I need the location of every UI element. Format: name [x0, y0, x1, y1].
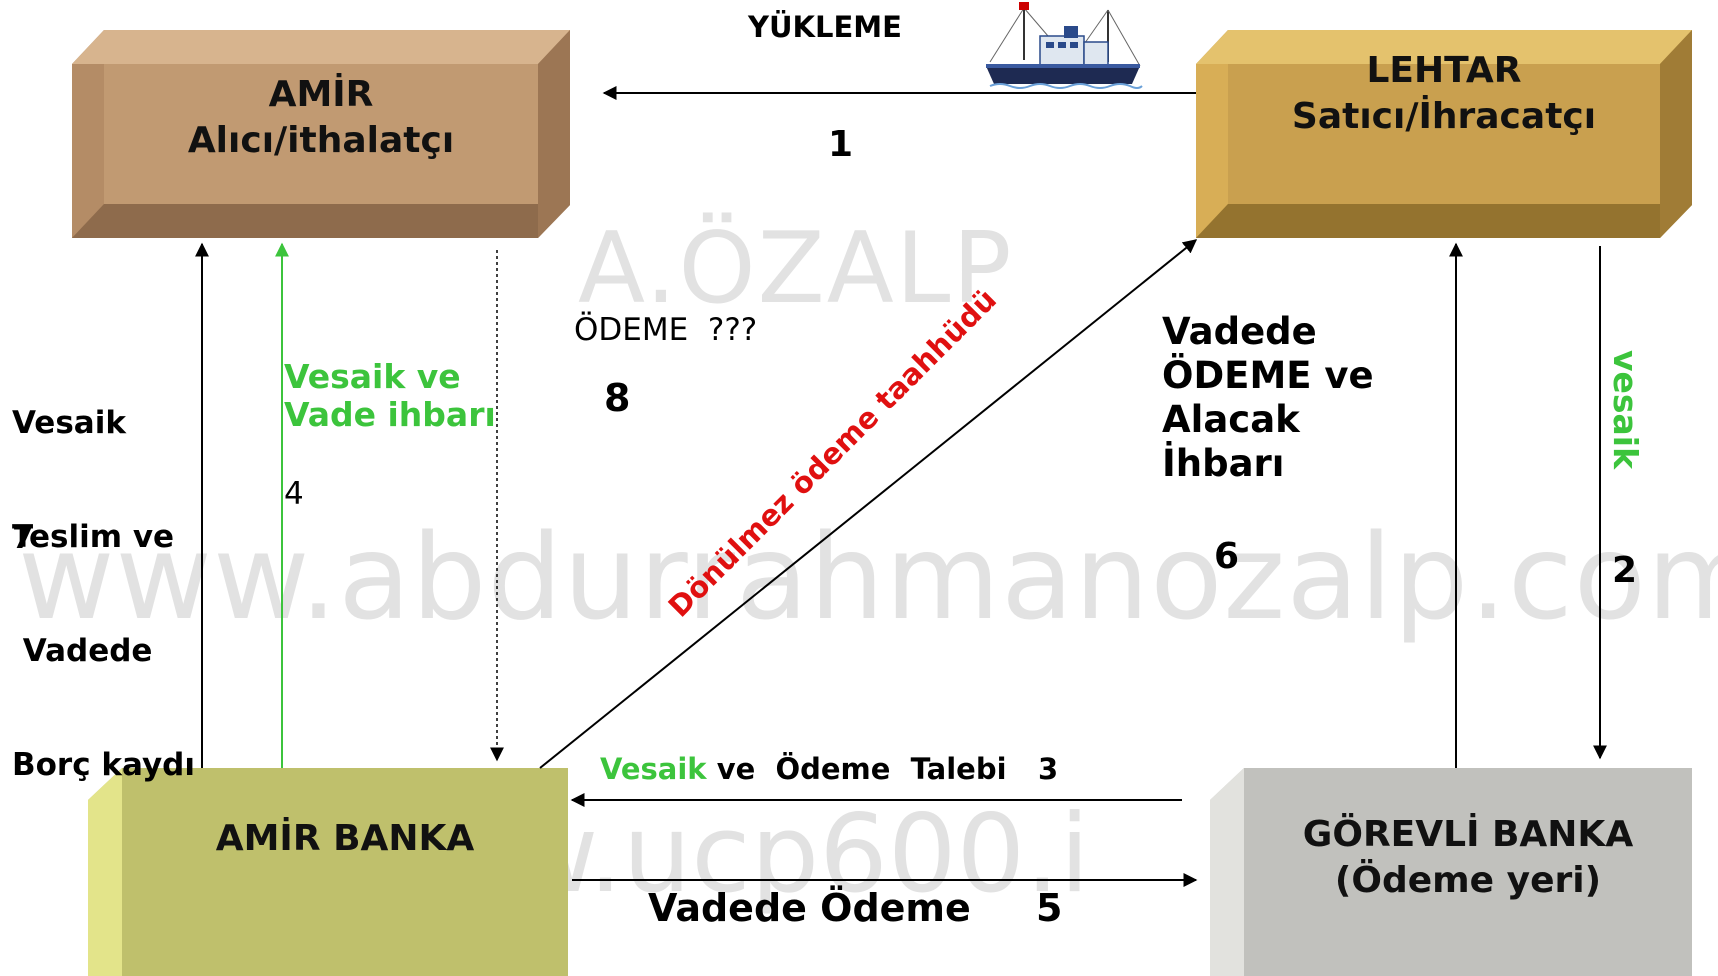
amir-subtitle: Alıcı/ithalatçı — [187, 120, 455, 161]
label-odeme-talebi-vesaik: Vesaik — [600, 752, 707, 786]
lehtar-title-line: LEHTAR — [1366, 50, 1522, 91]
amir-banka-box — [88, 768, 568, 976]
label-vade-ihbari-line1: Vesaik ve — [284, 357, 461, 396]
label-teslim-line3: Vadede — [12, 633, 153, 669]
label-step-6: 6 — [1214, 536, 1240, 577]
label-vesaik-vertical: vesaik — [1606, 350, 1645, 470]
gorevli-banka-subtitle: (Ödeme yeri) — [1334, 860, 1602, 901]
lehtar-subtitle: Satıcı/İhracatçı — [1291, 96, 1597, 137]
label-teslim-line4: Borç kaydı — [12, 747, 195, 783]
label-vade-ihbari: Vesaik ve Vade ihbarı — [284, 358, 496, 434]
label-step-4: 4 — [284, 476, 304, 512]
amir-title: AMİR Alıcı/ithalatçı — [104, 72, 538, 164]
label-yukleme: YÜKLEME — [748, 10, 902, 44]
watermark-site: www.abdurrahmanozalp.com — [18, 508, 1718, 646]
label-alacak-line2: ÖDEME ve — [1162, 354, 1374, 397]
label-step-1: 1 — [828, 124, 854, 165]
label-teslim-line1: Vesaik — [12, 405, 126, 441]
label-alacak-line3: Alacak — [1162, 398, 1300, 441]
watermark-author: A.ÖZALP — [578, 212, 1014, 326]
label-step-5: 5 — [1036, 886, 1063, 930]
amir-banka-title-line: AMİR BANKA — [215, 818, 475, 859]
watermark-site-secondary: w.ucp600.i — [510, 792, 1090, 917]
label-step-3: 3 — [1038, 752, 1059, 786]
amir-banka-title: AMİR BANKA — [122, 816, 568, 862]
ship-icon — [986, 2, 1143, 89]
label-step-2: 2 — [1612, 550, 1638, 591]
label-odeme-talebi: Vesaik ve Ödeme Talebi — [600, 752, 1007, 786]
lehtar-title: LEHTAR Satıcı/İhracatçı — [1228, 48, 1660, 140]
label-step-8: 8 — [604, 376, 631, 420]
gorevli-banka-title-line: GÖREVLİ BANKA — [1302, 814, 1634, 855]
gorevli-banka-title: GÖREVLİ BANKA (Ödeme yeri) — [1244, 812, 1692, 904]
label-odeme-talebi-rest: ve Ödeme Talebi — [716, 752, 1007, 786]
label-alacak-line4: İhbarı — [1162, 442, 1285, 485]
label-teslim-line2: Teslim ve — [12, 519, 175, 555]
label-vadede-odeme: Vadede Ödeme — [648, 886, 971, 930]
label-step-7: 7 — [12, 520, 34, 556]
gorevli-banka-box — [1210, 768, 1692, 976]
label-alacak-ihbari: Vadede ÖDEME ve Alacak İhbarı — [1162, 310, 1374, 486]
label-teslim-borc: Vesaik Teslim ve Vadede Borç kaydı — [12, 328, 195, 822]
label-alacak-line1: Vadede — [1162, 310, 1317, 353]
amir-box — [72, 30, 570, 238]
lehtar-box — [1196, 30, 1692, 238]
label-odeme-question: ÖDEME ??? — [574, 312, 758, 348]
label-vade-ihbari-line2: Vade ihbarı — [284, 395, 496, 434]
amir-title-line: AMİR — [268, 74, 374, 115]
arrow-taahhut-diagonal — [539, 239, 1198, 769]
